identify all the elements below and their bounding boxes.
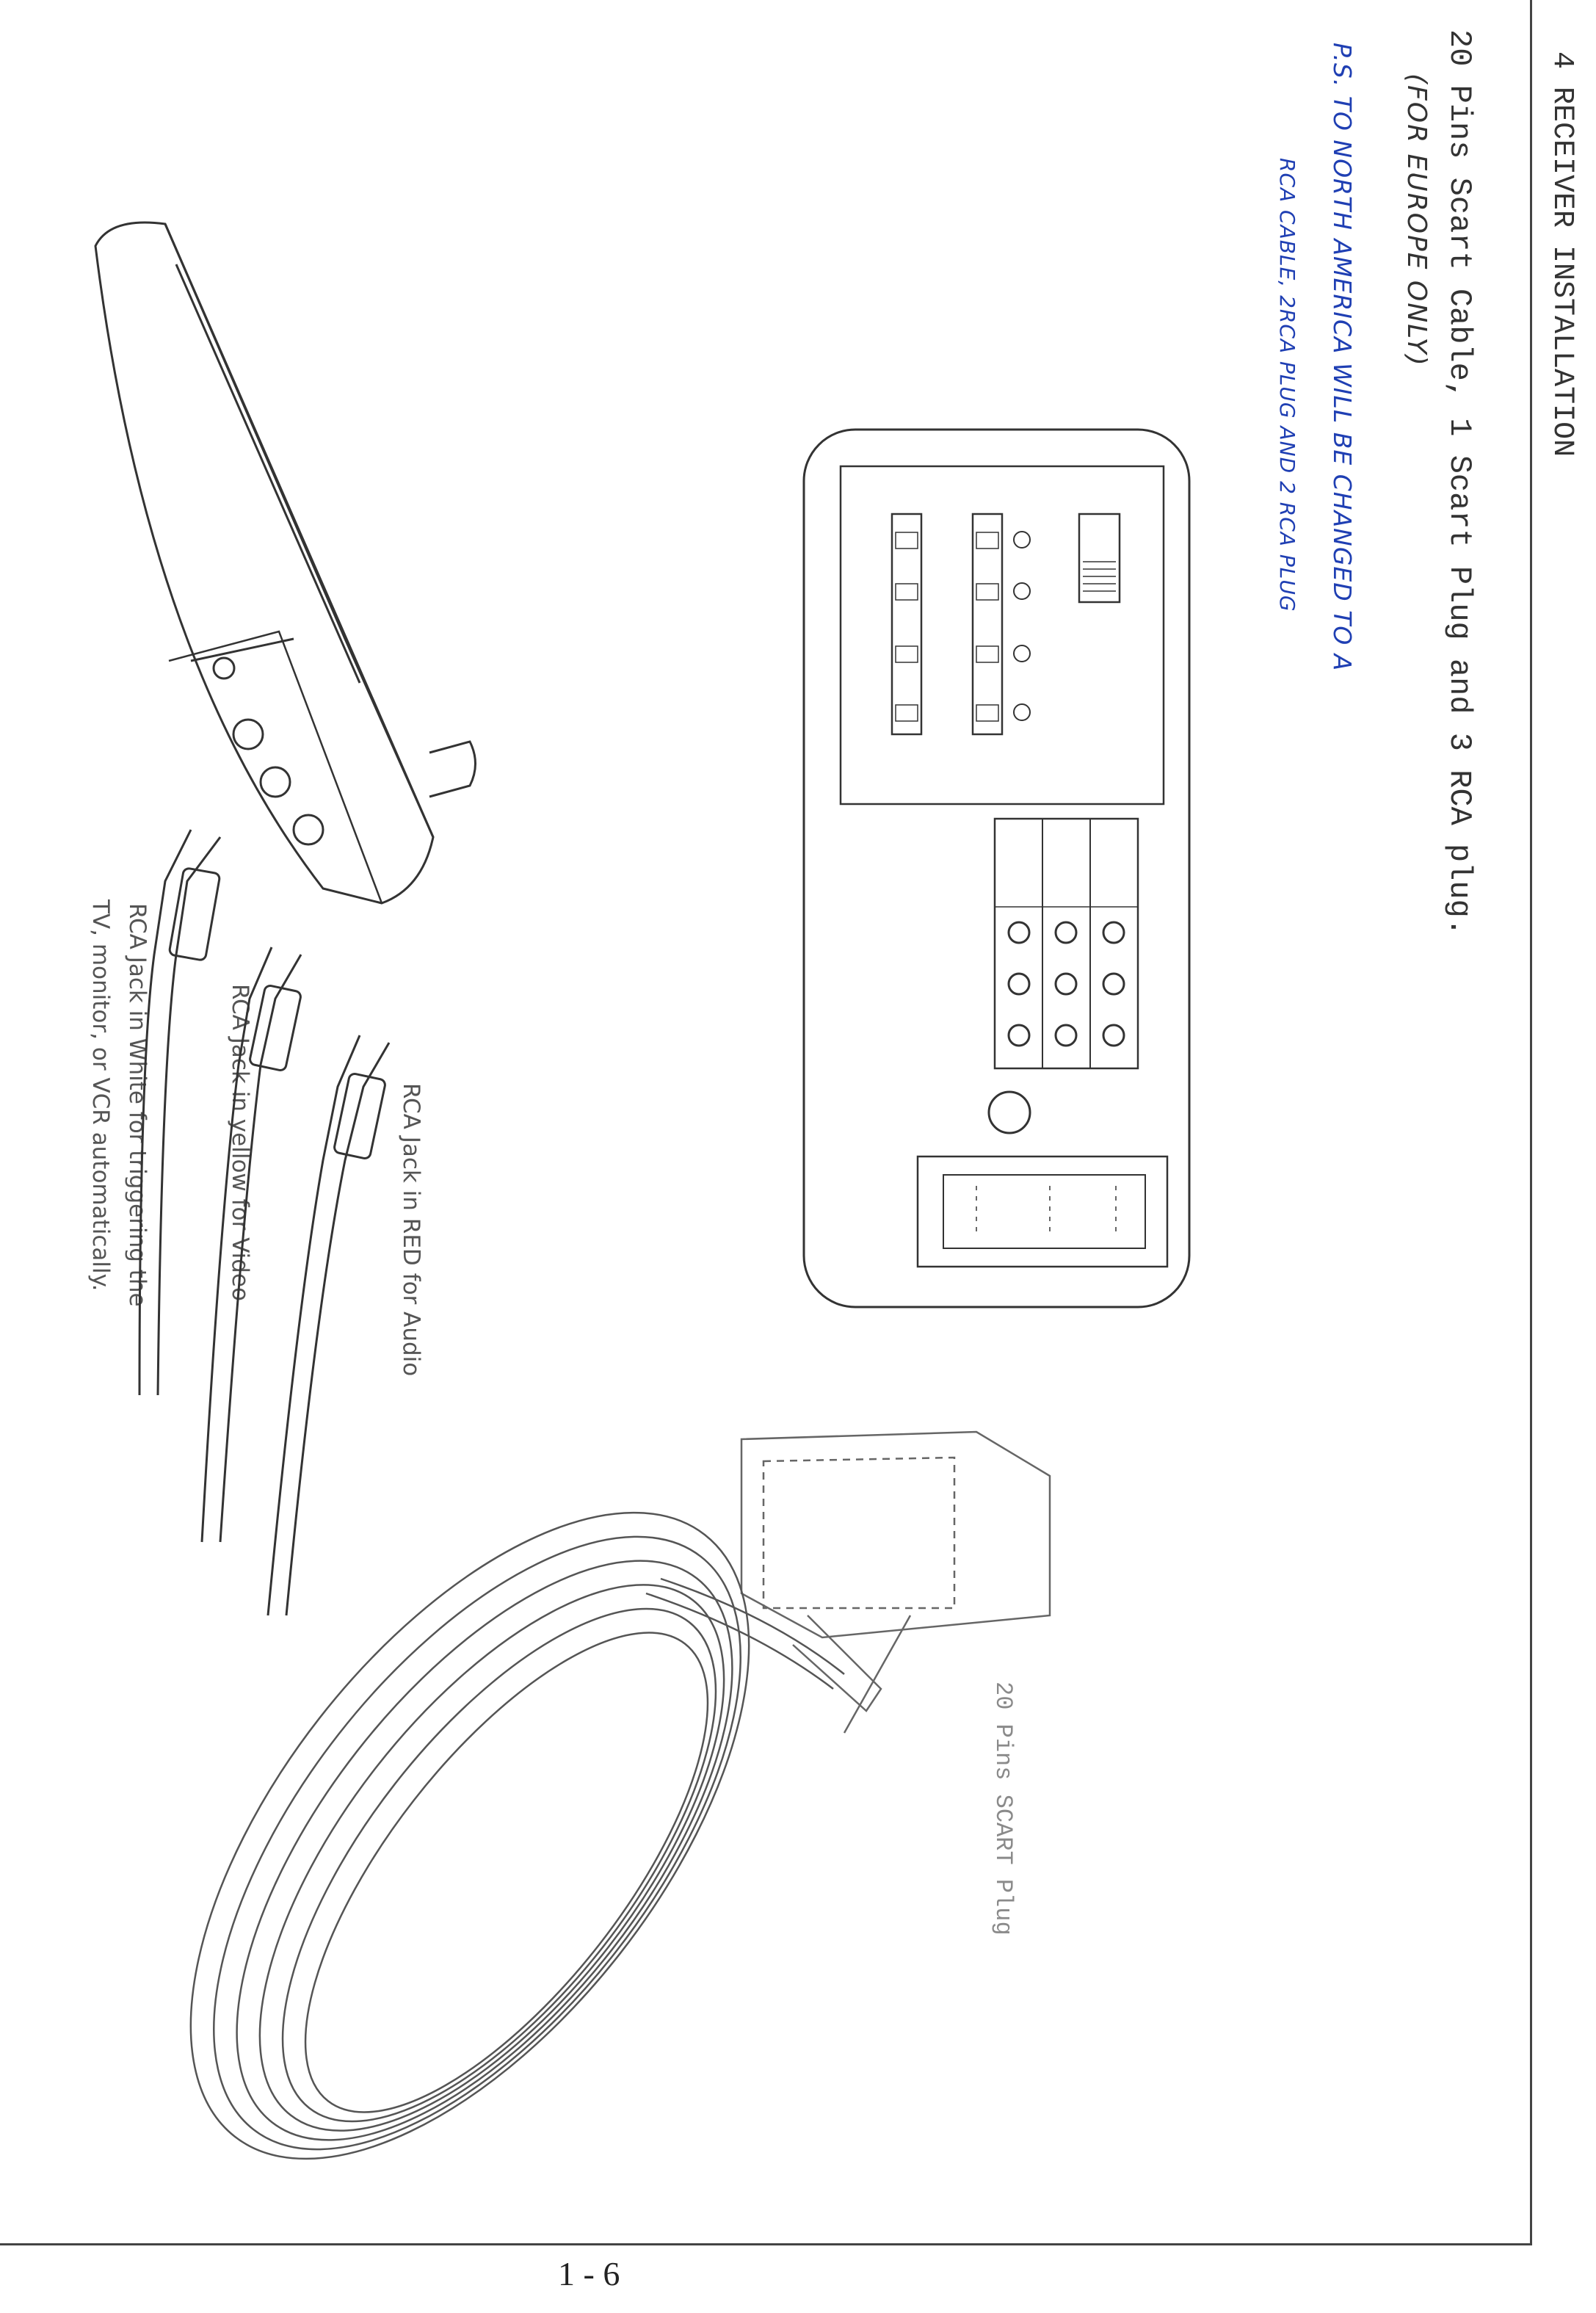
page-border-bottom xyxy=(0,2243,1532,2245)
scart-plug-drawing xyxy=(740,1430,1051,1734)
coiled-cable-drawing xyxy=(189,1511,845,2160)
rca-cable-drawing xyxy=(138,829,391,1616)
receiver-body-drawing xyxy=(94,221,476,905)
page-number: 1 - 6 xyxy=(558,2255,620,2292)
page-border-right xyxy=(1530,0,1532,2243)
receiver-rear-panel-drawing xyxy=(802,428,1191,1308)
